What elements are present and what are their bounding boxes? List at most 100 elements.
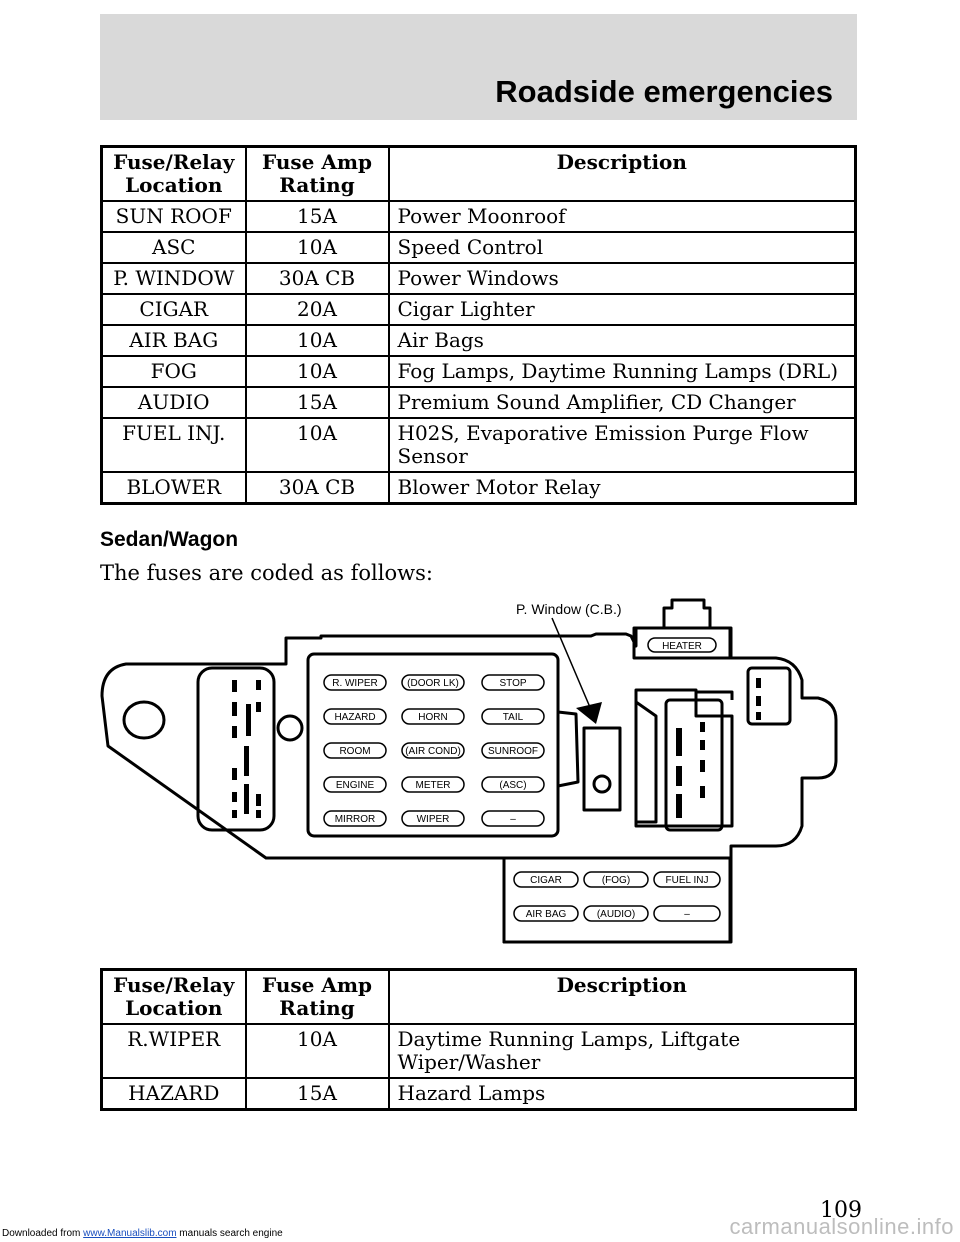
fuse-heater: HEATER [662,641,702,652]
main-fuse-panel [306,652,560,838]
section-title: Roadside emergencies [495,74,833,109]
watermark: carmanualsonline.info [729,1214,954,1239]
housing-outline [100,626,838,944]
cell-amp: 15A [244,386,390,419]
cell-description: Power Windows [387,262,857,295]
heater-bracket [632,626,732,660]
cell-location: BLOWER [100,471,247,505]
cell-description: H02S, Evaporative Emission Purge Flow Se… [387,417,857,473]
cell-location: ASC [100,231,247,264]
fuse-fog: (FOG) [602,875,630,886]
callout-p-window: P. Window (C.B.) [516,601,622,617]
subheading-sedan-wagon: Sedan/Wagon [100,528,239,551]
cell-amp: 10A [244,231,390,264]
fuse-table-2: Fuse/Relay Location Fuse Amp Rating Desc… [100,968,857,1111]
table-header-row: Fuse/Relay Location Fuse Amp Rating Desc… [100,968,857,1025]
fuse-air-cond: (AIR COND) [405,746,461,757]
footer-prefix: Downloaded from [2,1228,84,1239]
fuse-fuel-inj: FUEL INJ [666,875,709,886]
cell-location: CIGAR [100,293,247,326]
header-description: Description [387,145,857,202]
cell-amp: 30A CB [244,471,390,505]
header-amp: Fuse Amp Rating [244,968,390,1025]
cell-amp: 15A [244,1077,390,1111]
cell-location: FOG [100,355,247,388]
fuse-r-wiper: R. WIPER [332,678,378,689]
right-connector [634,688,734,828]
footer-suffix: manuals search engine [176,1228,283,1239]
fuse-mirror: MIRROR [335,814,376,825]
relay-terminal [592,774,612,794]
fuse-stop: STOP [499,678,526,689]
right-bay [557,710,580,788]
cell-amp: 10A [244,355,390,388]
fuse-empty-main: – [510,814,516,825]
fuse-panel-diagram: P. Window (C.B.) HEATER R. WIPER HAZARD … [100,598,838,944]
fuse-tail: TAIL [503,712,524,723]
cell-location: HAZARD [100,1077,247,1111]
round-terminal [276,714,304,742]
header-description: Description [387,968,857,1025]
fuse-horn: HORN [418,712,447,723]
table-header-row: Fuse/Relay Location Fuse Amp Rating Desc… [100,145,857,202]
callout-arrow [576,702,602,724]
cell-description: Air Bags [387,324,857,357]
cell-description: Cigar Lighter [387,293,857,326]
cell-amp: 10A [244,1023,390,1079]
cell-location: AUDIO [100,386,247,419]
header-band: Roadside emergencies [100,14,857,120]
fuse-room: ROOM [339,746,370,757]
intro-text: The fuses are coded as follows: [100,561,433,585]
fuse-door-lk: (DOOR LK) [407,678,459,689]
cell-description: Speed Control [387,231,857,264]
header-location: Fuse/Relay Location [100,968,247,1025]
fuse-sunroof: SUNROOF [488,746,538,757]
cell-amp: 20A [244,293,390,326]
lower-fuse-panel [502,856,732,944]
cell-location: R.WIPER [100,1023,247,1079]
cell-amp: 15A [244,200,390,233]
cell-amp: 10A [244,324,390,357]
fuse-meter: METER [416,780,451,791]
fuse-asc: (ASC) [499,780,526,791]
fuse-wiper: WIPER [417,814,450,825]
fuse-empty-lower: – [684,909,690,920]
header-location: Fuse/Relay Location [100,145,247,202]
cell-location: SUN ROOF [100,200,247,233]
cell-location: FUEL INJ. [100,417,247,473]
far-right-block [746,666,792,726]
cell-description: Fog Lamps, Daytime Running Lamps (DRL) [387,355,857,388]
left-connector [196,666,276,832]
relay-block [582,726,622,812]
fuse-engine: ENGINE [336,780,375,791]
manualslib-link[interactable]: www.Manualslib.com [83,1228,177,1239]
header-amp: Fuse Amp Rating [244,145,390,202]
cell-location: AIR BAG [100,324,247,357]
cell-location: P. WINDOW [100,262,247,295]
fuse-hazard: HAZARD [334,712,375,723]
cell-description: Power Moonroof [387,200,857,233]
fuse-audio: (AUDIO) [597,909,635,920]
cell-amp: 30A CB [244,262,390,295]
cell-description: Premium Sound Amplifier, CD Changer [387,386,857,419]
download-footer: Downloaded from www.Manualslib.com manua… [2,1228,283,1239]
fuse-cigar: CIGAR [530,875,562,886]
cell-description: Hazard Lamps [387,1077,857,1111]
fuse-table-1: Fuse/Relay Location Fuse Amp Rating Desc… [100,145,857,505]
fuse-air-bag: AIR BAG [526,909,567,920]
cell-amp: 10A [244,417,390,473]
page-number: 109 [820,1198,862,1223]
mount-hole [122,700,166,740]
cell-description: Daytime Running Lamps, Liftgate Wiper/Wa… [387,1023,857,1079]
